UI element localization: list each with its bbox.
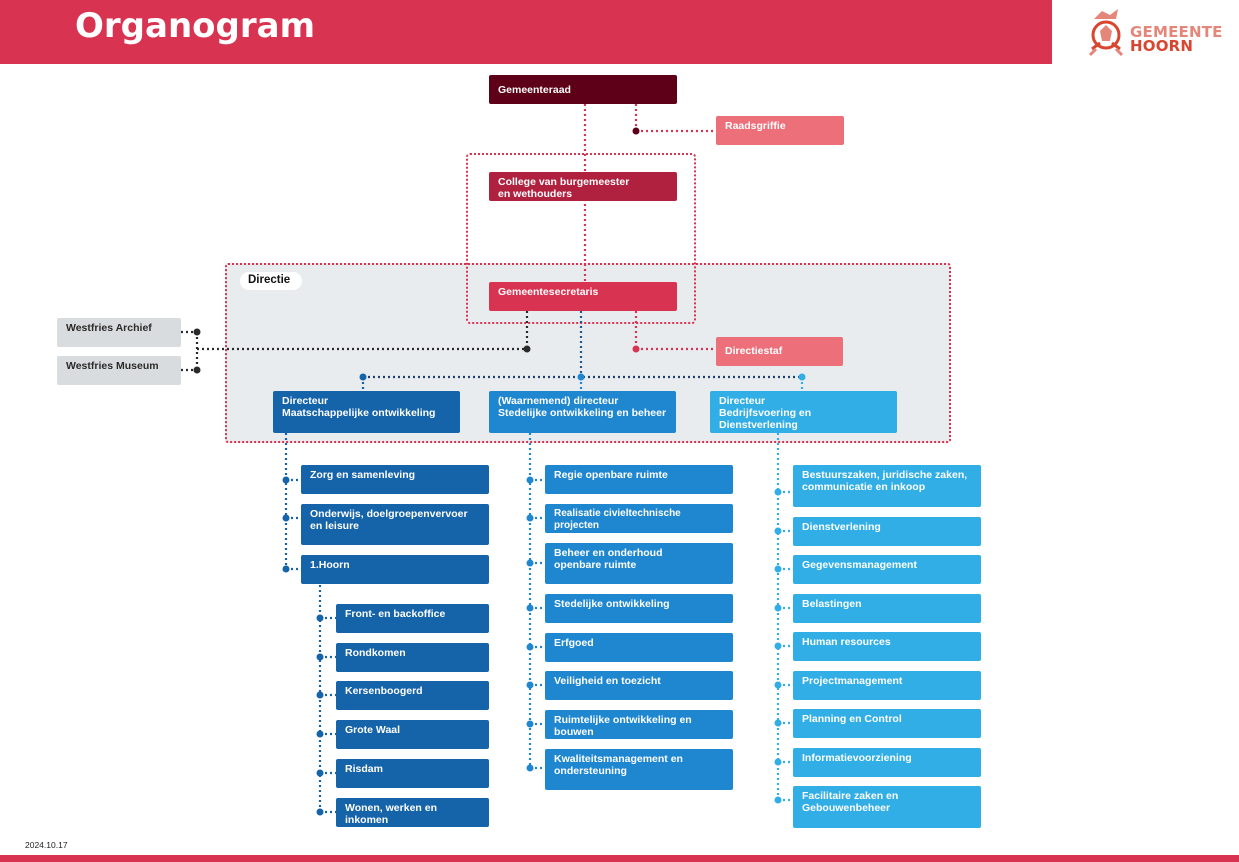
raadsgriffie-label: Raadsgriffie	[725, 120, 786, 132]
director-title: Directeur	[282, 395, 329, 407]
department-box: Planning en Control	[793, 709, 981, 738]
director-department: Bedrijfsvoering en Dienstverlening	[719, 407, 812, 431]
gemeente-hoorn-logo: GEMEENTE HOORN	[1086, 5, 1222, 59]
department-label: Stedelijke ontwikkeling	[554, 598, 670, 610]
department-box: Zorg en samenleving	[301, 465, 489, 494]
header-bar	[0, 0, 1052, 64]
department-box: Facilitaire zaken en Gebouwenbeheer	[793, 786, 981, 828]
department-box: Erfgoed	[545, 633, 733, 662]
westfries-museum-box: Westfries Museum	[57, 356, 181, 385]
department-box: Gegevensmanagement	[793, 555, 981, 584]
director-stedelijke-box: (Waarnemend) directeur Stedelijke ontwik…	[489, 391, 676, 433]
department-box: Informatievoorziening	[793, 748, 981, 777]
department-box: Bestuurszaken, juridische zaken, communi…	[793, 465, 981, 507]
department-box: Onderwijs, doelgroepenvervoer en leisure	[301, 504, 489, 545]
department-label: Dienstverlening	[802, 521, 881, 533]
department-box: Belastingen	[793, 594, 981, 623]
unicorn-crest-icon	[1088, 9, 1124, 57]
westfries-archief-box: Westfries Archief	[57, 318, 181, 347]
department-label: Belastingen	[802, 598, 862, 610]
gemeentesecretaris-box: Gemeentesecretaris	[489, 282, 677, 311]
gemeenteraad-label: Gemeenteraad	[498, 84, 571, 96]
department-label: Informatievoorziening	[802, 752, 912, 764]
department-label: Kwaliteitsmanagement en	[554, 753, 683, 765]
department-label: Erfgoed	[554, 637, 594, 649]
sub-department-box: Wonen, werken en inkomen	[336, 798, 489, 827]
department-label-line2: ondersteuning	[554, 765, 627, 777]
director-department: Stedelijke ontwikkeling en beheer	[498, 407, 667, 419]
department-label: Bestuurszaken, juridische zaken,	[802, 469, 968, 481]
westfries-archief-label: Westfries Archief	[66, 322, 152, 334]
department-label: 1.Hoorn	[310, 559, 350, 571]
department-label: Beheer en onderhoud	[554, 547, 663, 559]
page-title: Organogram	[75, 6, 315, 46]
department-label: Realisatie civieltechnische projecten	[554, 508, 681, 531]
sub-department-box: Risdam	[336, 759, 489, 788]
sub-department-label: Kersenboogerd	[345, 685, 423, 697]
sub-department-box: Front- en backoffice	[336, 604, 489, 633]
department-label: Planning en Control	[802, 713, 902, 725]
department-box: Stedelijke ontwikkeling	[545, 594, 733, 623]
department-box: Regie openbare ruimte	[545, 465, 733, 494]
sub-department-label: Wonen, werken en inkomen	[345, 802, 437, 826]
department-label: Veiligheid en toezicht	[554, 675, 661, 687]
college-box: College van burgemeester en wethouders	[489, 172, 677, 201]
director-bedrijfsvoering-box: Directeur Bedrijfsvoering en Dienstverle…	[710, 391, 897, 433]
department-label-line2: en leisure	[310, 520, 360, 532]
college-label-line2: en wethouders	[498, 188, 573, 200]
department-box: Projectmanagement	[793, 671, 981, 700]
department-label-line2: Gebouwenbeheer	[802, 802, 891, 814]
director-title: (Waarnemend) directeur	[498, 395, 619, 407]
department-box: Kwaliteitsmanagement en ondersteuning	[545, 749, 733, 790]
raadsgriffie-box: Raadsgriffie	[716, 116, 844, 145]
gemeentesecretaris-label: Gemeentesecretaris	[498, 286, 599, 298]
department-label: Human resources	[802, 636, 891, 648]
director-department: Maatschappelijke ontwikkeling	[282, 407, 436, 419]
footer-bar	[0, 855, 1239, 862]
logo-text-hoorn: HOORN	[1130, 37, 1194, 55]
college-label-line1: College van burgemeester	[498, 176, 630, 188]
department-label: Zorg en samenleving	[310, 469, 416, 481]
directiestaf-box: Directiestaf	[716, 337, 843, 366]
department-box: Dienstverlening	[793, 517, 981, 546]
department-label-line2: communicatie en inkoop	[802, 481, 926, 493]
sub-department-label: Risdam	[345, 763, 383, 775]
department-label: Regie openbare ruimte	[554, 469, 668, 481]
directie-label: Directie	[240, 272, 302, 290]
gemeenteraad-box: Gemeenteraad	[489, 75, 677, 104]
department-box: Human resources	[793, 632, 981, 661]
department-label: Gegevensmanagement	[802, 559, 917, 571]
department-label: Onderwijs, doelgroepenvervoer	[310, 508, 468, 520]
sub-department-box: Kersenboogerd	[336, 681, 489, 710]
department-box: Realisatie civieltechnische projecten	[545, 504, 733, 533]
department-box: Ruimtelijke ontwikkeling en bouwen	[545, 710, 733, 739]
sub-department-box: Grote Waal	[336, 720, 489, 749]
department-label: Ruimtelijke ontwikkeling en bouwen	[554, 714, 692, 738]
department-box: Beheer en onderhoud openbare ruimte	[545, 543, 733, 584]
logo-text-gemeente: GEMEENTE	[1130, 23, 1223, 41]
sub-department-label: Rondkomen	[345, 647, 406, 659]
director-maatschappelijke-box: Directeur Maatschappelijke ontwikkeling	[273, 391, 460, 433]
director-title: Directeur	[719, 395, 766, 407]
department-box: 1.Hoorn	[301, 555, 489, 584]
sub-department-label: Grote Waal	[345, 724, 401, 736]
department-label: Facilitaire zaken en	[802, 790, 899, 802]
westfries-museum-label: Westfries Museum	[66, 360, 159, 372]
document-date: 2024.10.17	[25, 840, 68, 850]
sub-department-label: Front- en backoffice	[345, 608, 446, 620]
sub-department-box: Rondkomen	[336, 643, 489, 672]
department-label: Projectmanagement	[802, 675, 903, 687]
department-label-line2: openbare ruimte	[554, 559, 637, 571]
directiestaf-label: Directiestaf	[725, 345, 783, 357]
department-box: Veiligheid en toezicht	[545, 671, 733, 700]
